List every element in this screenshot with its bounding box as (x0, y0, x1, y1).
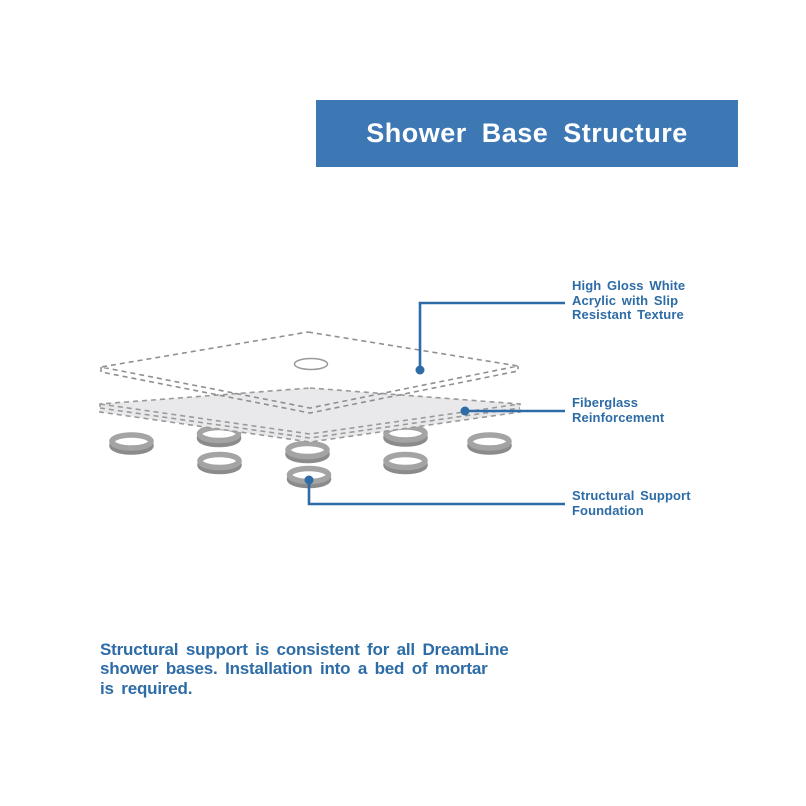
callout-line-acrylic (418, 301, 565, 370)
support-ring (112, 435, 151, 452)
callout-label-acrylic: High Gloss White Acrylic with Slip Resis… (572, 278, 686, 323)
footnote-text: Structural support is consistent for all… (100, 640, 509, 698)
callout-label-foundation: Structural Support Foundation (572, 488, 691, 518)
page-title: Shower Base Structure (366, 118, 688, 148)
drain-hole (293, 357, 329, 371)
support-ring (470, 435, 509, 452)
title-banner: Shower Base Structure (316, 100, 738, 167)
support-ring (386, 455, 425, 472)
acrylic-layer (100, 331, 519, 414)
callout-lines (304, 301, 565, 506)
support-ring (288, 444, 327, 461)
support-ring (200, 455, 239, 472)
callout-dot-fiberglass (460, 406, 470, 416)
callout-label-fiberglass: Fiberglass Reinforcement (572, 395, 665, 425)
fiberglass-layer (99, 387, 521, 443)
callout-dot-acrylic (415, 365, 425, 375)
callout-dot-foundation (304, 475, 314, 485)
callout-line-foundation (307, 480, 565, 506)
